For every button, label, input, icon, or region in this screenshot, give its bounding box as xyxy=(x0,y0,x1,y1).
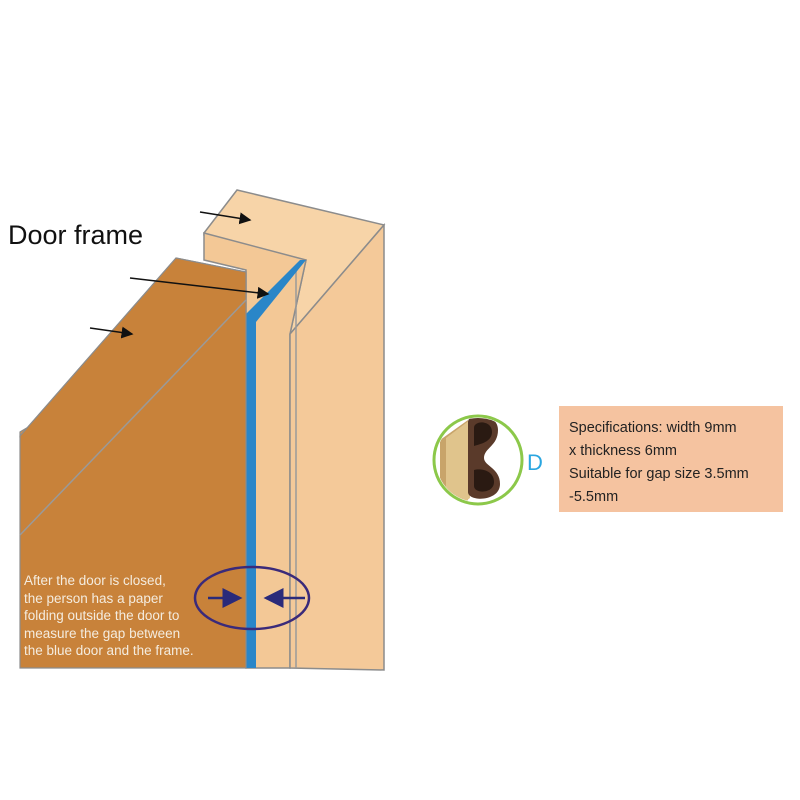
spec-line-3: Suitable for gap size 3.5mm xyxy=(569,466,749,482)
seal-profile-sample xyxy=(432,414,524,506)
frame-side-face xyxy=(289,222,385,671)
measurement-ring xyxy=(193,565,311,631)
pointer-arrow-frame-top xyxy=(199,211,252,225)
spec-line-2: x thickness 6mm xyxy=(569,443,677,459)
caption-line-5: the blue door and the frame. xyxy=(24,643,194,658)
caption-line-3: folding outside the door to xyxy=(24,608,180,623)
pointer-arrow-seal xyxy=(129,277,270,299)
measurement-caption: After the door is closed, the person has… xyxy=(24,572,254,660)
caption-line-4: measure the gap between xyxy=(24,625,181,641)
door-frame-label: Door frame xyxy=(8,220,144,250)
spec-line-1: Specifications: width 9mm xyxy=(569,420,737,436)
caption-line-2: the person has a paper xyxy=(24,590,163,606)
profile-type-label: D xyxy=(527,450,543,475)
pointer-arrow-door xyxy=(89,326,134,339)
caption-line-1: After the door is closed, xyxy=(24,573,166,588)
door-leaf xyxy=(19,257,247,669)
door-bevel-line xyxy=(19,299,247,536)
seal-strip xyxy=(246,260,306,668)
spec-line-4: -5.5mm xyxy=(569,489,619,505)
specifications-box: Specifications: width 9mm x thickness 6m… xyxy=(559,406,783,512)
